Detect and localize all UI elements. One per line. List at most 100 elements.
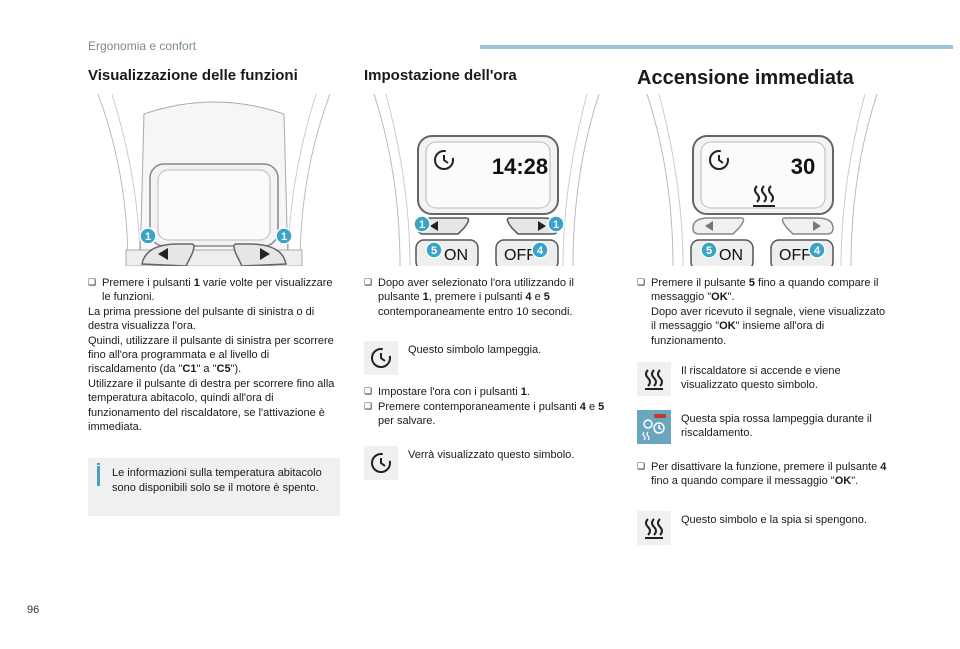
heater-symbol-icon [753, 185, 775, 207]
bullet-text: contemporaneamente entro 10 secondi. [378, 305, 573, 318]
heater-symbol-icon [637, 510, 671, 545]
clock-symbol-icon [709, 150, 729, 170]
instruction-bullet: ❑ Impostare l'ora con i pulsanti 1. [364, 385, 609, 399]
checkbox-bullet-icon: ❑ [88, 278, 97, 288]
header-accent-bar [480, 45, 953, 49]
icon-description: Questa spia rossa lampeggia durante il r… [681, 413, 872, 440]
callout-5: 5 [425, 241, 443, 259]
bullet-text: e [531, 291, 544, 304]
paragraph-text: " a " [196, 363, 217, 376]
off-button-label: OFF [779, 247, 811, 264]
paragraph: Utilizzare il pulsante di destra per sco… [88, 377, 335, 434]
callout-4: 4 [808, 241, 826, 259]
icon-description: Il riscaldatore si accende e viene visua… [681, 365, 841, 392]
checkbox-bullet-icon: ❑ [364, 387, 373, 398]
message-ref: OK [719, 320, 736, 333]
bullet-text: Dopo aver ricevuto il segnale, viene vis… [651, 305, 886, 333]
bullet-text: " insieme all'ora di funzionamento. [651, 320, 825, 347]
callout-1-left: 1 [139, 227, 157, 245]
callout-4: 4 [531, 241, 549, 259]
clock-symbol-icon [364, 341, 398, 376]
bullet-text: Per disattivare la funzione, premere il … [651, 461, 881, 474]
heater-symbol-icon [637, 362, 671, 397]
bullet-text: varie volte per visualizzare le funzioni… [102, 277, 333, 304]
checkbox-bullet-icon: ❑ [364, 278, 373, 288]
clock-symbol-icon [434, 150, 454, 170]
paragraph: Quindi, utilizzare il pulsante di sinist… [88, 334, 340, 377]
callout-label: 5 [431, 245, 437, 257]
page-number: 96 [27, 604, 40, 616]
button-ref: 5 [598, 400, 605, 413]
column-time-setting: Impostazione dell'ora 14:28 ON OFF 1 1 5 [364, 64, 609, 481]
section-title: Impostazione dell'ora [364, 67, 517, 84]
on-button-label: ON [444, 247, 468, 264]
paragraph: La prima pressione del pulsante di sinis… [88, 305, 315, 333]
bullet-text: , premere i pulsanti [428, 291, 526, 304]
instruction-bullet: ❑ Per disattivare la funzione, premere i… [637, 460, 887, 489]
callout-label: 4 [814, 245, 821, 257]
button-ref: 4 [880, 461, 887, 474]
callout-1-right: 1 [547, 215, 565, 233]
level-ref: C1 [182, 363, 197, 376]
right-button [233, 243, 287, 266]
bullet-text: ". [851, 475, 859, 488]
bullet-text: fino a quando compare il messaggio " [651, 475, 835, 488]
bullet-text: Impostare l'ora con i pulsanti [378, 386, 521, 399]
bullet-text: Dopo aver selezionato l'ora utilizzando … [378, 277, 574, 304]
button-ref: 4 [579, 400, 586, 413]
info-icon-bar [97, 466, 100, 487]
callout-label: 1 [419, 219, 425, 231]
callout-label: 1 [553, 219, 559, 231]
button-ref: 5 [748, 277, 755, 289]
bullet-text: Premere il pulsante [651, 277, 749, 289]
button-ref: 4 [525, 291, 532, 304]
display-time: 14:28 [492, 154, 548, 179]
icon-explanation: Verrà visualizzato questo simbolo. [364, 446, 609, 481]
button-ref: 5 [543, 291, 550, 304]
bullet-text: . [526, 386, 530, 399]
column-display-functions: Visualizzazione delle funzioni 1 [88, 64, 340, 517]
instruction-bullet: ❑ Premere i pulsanti 1 varie volte per v… [88, 276, 340, 305]
instruction-bullet: ❑ Premere il pulsante 5 fino a quando co… [637, 276, 887, 348]
button-ref: 1 [422, 291, 429, 304]
bullet-text: per salvare. [378, 415, 436, 428]
callout-label: 1 [281, 231, 287, 243]
display-value: 30 [791, 154, 815, 179]
callout-1-right: 1 [275, 227, 293, 245]
icon-explanation: Questo simbolo lampeggia. [364, 341, 609, 376]
on-button-label: ON [719, 247, 743, 264]
remote-illustration-time: 14:28 ON OFF 1 1 5 4 [364, 94, 609, 266]
left-button [141, 243, 195, 266]
control-panel-illustration: 1 1 [88, 94, 340, 266]
info-text: Le informazioni sulla temperatura abitac… [112, 467, 322, 494]
paragraph-text: Quindi, utilizzare il pulsante di sinist… [88, 334, 334, 376]
instruction-bullet: ❑ Dopo aver selezionato l'ora utilizzand… [364, 276, 609, 319]
section-title: Visualizzazione delle funzioni [88, 67, 298, 84]
callout-label: 4 [537, 245, 544, 257]
clock-symbol-icon [364, 446, 398, 481]
bullet-text: Premere i pulsanti [102, 277, 194, 289]
button-ref: 1 [193, 277, 200, 289]
bullet-text: Premere contemporaneamente i pulsanti [378, 400, 580, 413]
message-ref: OK [711, 291, 728, 304]
page-section-label: Ergonomia e confort [88, 39, 197, 53]
instruction-bullet: ❑ Premere contemporaneamente i pulsanti … [364, 400, 609, 429]
info-note: Le informazioni sulla temperatura abitac… [88, 458, 340, 517]
icon-explanation: Questa spia rossa lampeggia durante il r… [637, 410, 887, 445]
message-ref: OK [834, 475, 852, 488]
checkbox-bullet-icon: ❑ [364, 401, 373, 412]
checkbox-bullet-icon: ❑ [637, 278, 646, 288]
icon-description: Verrà visualizzato questo simbolo. [408, 449, 575, 462]
icon-description: Questo simbolo lampeggia. [408, 344, 542, 357]
bullet-text: fino a quando compare il messaggio " [651, 277, 879, 304]
checkbox-bullet-icon: ❑ [637, 462, 646, 473]
callout-5: 5 [700, 241, 718, 259]
column-immediate-start: Accensione immediata 30 ON OFF [637, 64, 887, 545]
paragraph-text: "). [230, 363, 242, 376]
bullet-text: ". [727, 291, 735, 304]
icon-explanation: Il riscaldatore si accende e viene visua… [637, 362, 887, 397]
bullet-text: e [585, 400, 599, 413]
off-button-label: OFF [504, 247, 536, 264]
button-ref: 1 [520, 386, 527, 399]
icon-description: Questo simbolo e la spia si spengono. [681, 513, 867, 526]
